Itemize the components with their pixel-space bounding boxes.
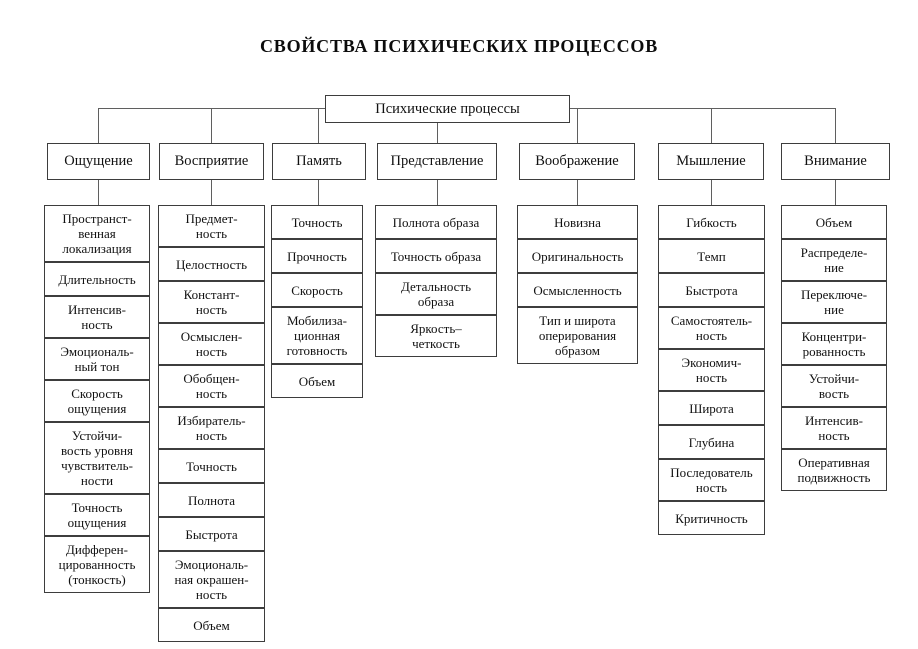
property-cell: Объем <box>271 364 363 398</box>
connector-stack-sensation <box>98 180 99 205</box>
property-cell: Оригинальность <box>517 239 638 273</box>
property-cell: Точность <box>158 449 265 483</box>
property-cell: Скорость <box>271 273 363 307</box>
connector-drop-thinking <box>711 108 712 143</box>
connector-stack-memory <box>318 180 319 205</box>
connector-stack-thinking <box>711 180 712 205</box>
property-cell: Тип и широта оперирования образом <box>517 307 638 364</box>
connector-drop-attention <box>835 108 836 143</box>
connector-bus-left <box>98 108 326 109</box>
property-cell: Пространст- венная локализация <box>44 205 150 262</box>
property-cell: Мобилиза- ционная готовность <box>271 307 363 364</box>
property-cell: Быстрота <box>158 517 265 551</box>
column-header-thinking: Мышление <box>658 143 764 180</box>
property-cell: Полнота <box>158 483 265 517</box>
property-cell: Эмоциональ- ная окрашен- ность <box>158 551 265 608</box>
connector-drop-representation <box>437 123 438 143</box>
property-cell: Избиратель- ность <box>158 407 265 449</box>
column-header-imagination: Воображение <box>519 143 635 180</box>
property-cell: Гибкость <box>658 205 765 239</box>
property-cell: Точность ощущения <box>44 494 150 536</box>
property-cell: Обобщен- ность <box>158 365 265 407</box>
property-cell: Точность <box>271 205 363 239</box>
connector-stack-imagination <box>577 180 578 205</box>
property-cell: Детальность образа <box>375 273 497 315</box>
column-header-attention: Внимание <box>781 143 890 180</box>
property-cell: Экономич- ность <box>658 349 765 391</box>
property-cell: Интенсив- ность <box>44 296 150 338</box>
connector-drop-imagination <box>577 108 578 143</box>
property-cell: Устойчи- вость <box>781 365 887 407</box>
property-cell: Яркость– четкость <box>375 315 497 357</box>
property-cell: Дифферен- цированность (тонкость) <box>44 536 150 593</box>
diagram-title: СВОЙСТВА ПСИХИЧЕСКИХ ПРОЦЕССОВ <box>259 36 659 56</box>
property-cell: Темп <box>658 239 765 273</box>
connector-stack-representation <box>437 180 438 205</box>
property-cell: Оперативная подвижность <box>781 449 887 491</box>
property-cell: Точность образа <box>375 239 497 273</box>
property-cell: Осмысленность <box>517 273 638 307</box>
property-cell: Длительность <box>44 262 150 296</box>
root-node: Психические процессы <box>325 95 570 123</box>
property-cell: Целостность <box>158 247 265 281</box>
property-cell: Новизна <box>517 205 638 239</box>
connector-stack-perception <box>211 180 212 205</box>
property-cell: Самостоятель- ность <box>658 307 765 349</box>
property-cell: Устойчи- вость уровня чувствитель- ности <box>44 422 150 494</box>
column-header-memory: Память <box>272 143 366 180</box>
property-cell: Предмет- ность <box>158 205 265 247</box>
property-cell: Последователь ность <box>658 459 765 501</box>
connector-drop-sensation <box>98 108 99 143</box>
property-cell: Переключе- ние <box>781 281 887 323</box>
property-cell: Интенсив- ность <box>781 407 887 449</box>
property-cell: Критичность <box>658 501 765 535</box>
property-cell: Концентри- рованность <box>781 323 887 365</box>
connector-drop-memory <box>318 108 319 143</box>
column-header-representation: Представление <box>377 143 497 180</box>
property-cell: Глубина <box>658 425 765 459</box>
property-cell: Прочность <box>271 239 363 273</box>
column-header-perception: Восприятие <box>159 143 264 180</box>
property-cell: Полнота образа <box>375 205 497 239</box>
property-cell: Эмоциональ- ный тон <box>44 338 150 380</box>
property-cell: Быстрота <box>658 273 765 307</box>
property-cell: Скорость ощущения <box>44 380 150 422</box>
property-cell: Объем <box>158 608 265 642</box>
property-cell: Констант- ность <box>158 281 265 323</box>
connector-bus-right <box>570 108 836 109</box>
property-cell: Широта <box>658 391 765 425</box>
connector-drop-perception <box>211 108 212 143</box>
property-cell: Распределе- ние <box>781 239 887 281</box>
property-cell: Осмыслен- ность <box>158 323 265 365</box>
connector-stack-attention <box>835 180 836 205</box>
property-cell: Объем <box>781 205 887 239</box>
column-header-sensation: Ощущение <box>47 143 150 180</box>
